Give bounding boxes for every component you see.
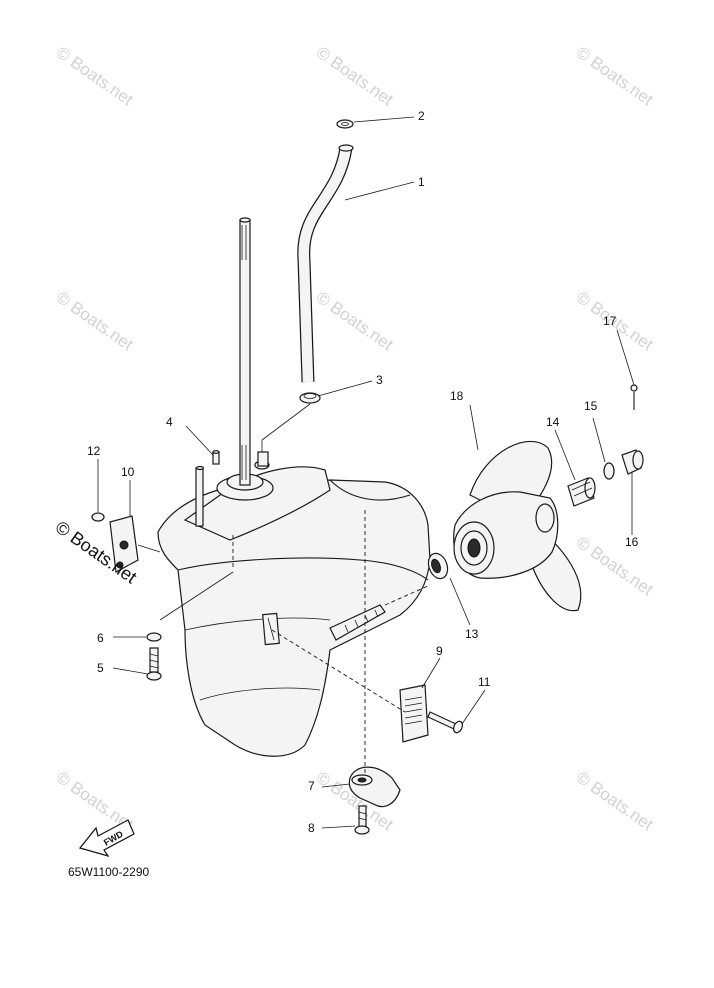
callout-12: 12 <box>87 444 101 458</box>
callout-5: 5 <box>97 661 104 675</box>
fwd-arrow-icon: FWD <box>78 819 135 858</box>
callout-13: 13 <box>465 627 479 641</box>
propeller <box>453 440 582 612</box>
bolt <box>146 647 162 681</box>
washer <box>146 632 162 642</box>
watermark: © Boats.net <box>573 43 657 110</box>
anode-screw <box>427 711 464 734</box>
dowel-pin <box>212 450 220 465</box>
drive-shaft <box>239 217 251 486</box>
callout-14: 14 <box>546 415 560 429</box>
spacer <box>567 477 596 507</box>
shift-rod <box>195 465 205 527</box>
callout-9: 9 <box>436 644 443 658</box>
watermark: © Boats.net <box>313 288 397 355</box>
thrust-washer <box>427 552 449 580</box>
water-tube <box>297 144 354 383</box>
callout-2: 2 <box>418 109 425 123</box>
callout-11: 11 <box>478 675 491 689</box>
callout-16: 16 <box>625 535 639 549</box>
callout-15: 15 <box>584 399 598 413</box>
seal <box>299 392 321 404</box>
watermark: © Boats.net <box>313 43 397 110</box>
callout-7: 7 <box>308 779 315 793</box>
leader-lines <box>97 116 635 829</box>
callout-6: 6 <box>97 631 104 645</box>
skeg-bolt <box>354 805 370 835</box>
callouts: 1 2 3 4 5 6 7 8 9 10 11 12 13 14 15 16 1… <box>87 109 639 835</box>
watermark: © Boats.net <box>573 768 657 835</box>
drawing-code: 65W1100-2290 <box>68 865 149 879</box>
callout-8: 8 <box>308 821 315 835</box>
watermark: © Boats.net <box>53 288 137 355</box>
callout-10: 10 <box>121 465 135 479</box>
callout-3: 3 <box>376 373 383 387</box>
callout-1: 1 <box>418 175 425 189</box>
skeg-anode <box>348 766 401 808</box>
prop-washer <box>603 462 615 480</box>
trim-anode <box>399 684 429 743</box>
watermarks: © Boats.net © Boats.net © Boats.net © Bo… <box>53 43 657 835</box>
callout-4: 4 <box>166 415 173 429</box>
plate-assembly <box>91 512 139 573</box>
watermark: © Boats.net <box>53 43 137 110</box>
prop-nut <box>621 449 644 475</box>
assembly-lines <box>232 510 431 775</box>
cotter-pin <box>630 384 638 410</box>
watermark: © Boats.net <box>573 533 657 600</box>
callout-17: 17 <box>603 314 617 328</box>
grommet <box>336 119 354 129</box>
callout-18: 18 <box>450 389 464 403</box>
